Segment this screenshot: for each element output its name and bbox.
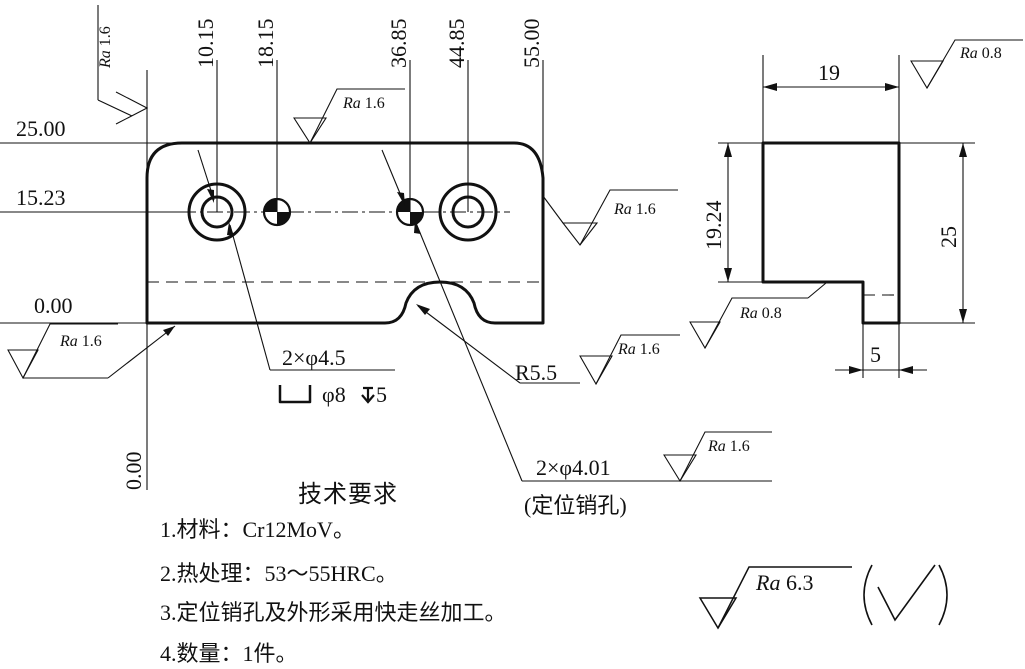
svg-text:Ra 1.6: Ra 1.6: [342, 95, 385, 112]
dim-left-y-bottom: 0.00: [34, 293, 73, 318]
note-item-1: 1.材料：Cr12MoV。: [160, 517, 355, 542]
open-paren: [863, 564, 873, 626]
counterbore-callout: 2×φ4.5 φ8 5: [197, 149, 395, 407]
front-view-outline: [145, 141, 545, 325]
check-icon: [877, 564, 936, 622]
dowel-holes-text: 2×φ4.01: [536, 455, 611, 480]
dim-side-width: 19: [818, 60, 840, 85]
dim-side-step-width: 5: [870, 342, 881, 367]
side-view-outline: [761, 141, 901, 325]
counterbore-depth-value: 5: [376, 382, 387, 407]
technical-notes: 技术要求 1.材料：Cr12MoV。 2.热处理：53～55HRC。 3.定位销…: [160, 481, 507, 666]
svg-text:Ra 0.8: Ra 0.8: [959, 45, 1002, 62]
counterbore-symbol: [278, 385, 312, 404]
depth-icon: [361, 386, 375, 404]
svg-text:Ra 1.6: Ra 1.6: [613, 201, 656, 218]
roughness-side-top: Ra 0.8: [910, 39, 1023, 90]
dim-bottom-x-origin: 0.00: [121, 452, 146, 491]
note-item-3: 3.定位销孔及外形采用快走丝加工。: [160, 600, 507, 625]
dim-top-x-1: 10.15: [193, 19, 218, 69]
dowel-callout: 2×φ4.01 (定位销孔) Ra 1.6: [381, 149, 772, 518]
dim-side-height-total: 25: [936, 226, 961, 248]
roughness-side-step: Ra 0.8: [689, 282, 827, 350]
dim-top-x-3: 36.85: [386, 19, 411, 69]
dim-top-x-5: 55.00: [519, 19, 544, 69]
svg-text:Ra 1.6: Ra 1.6: [59, 333, 102, 350]
note-item-2: 2.热处理：53～55HRC。: [160, 561, 398, 586]
roughness-top-face: Ra 1.6: [292, 88, 405, 145]
close-paren: [938, 564, 948, 626]
counterbore-holes-text: 2×φ4.5: [282, 345, 346, 370]
roughness-right-face: Ra 1.6: [542, 189, 678, 246]
svg-text:Ra 1.6: Ra 1.6: [707, 438, 750, 455]
svg-text:Ra 1.6: Ra 1.6: [97, 26, 114, 69]
svg-text:Ra 1.6: Ra 1.6: [617, 341, 660, 358]
front-view: 10.15 18.15 36.85 44.85 55.00 25.00 15.2…: [0, 5, 772, 518]
dim-left-y-top: 25.00: [16, 116, 66, 141]
roughness-bottom-left: Ra 1.6: [7, 323, 176, 380]
dim-top-x-4: 44.85: [444, 19, 469, 69]
dim-left-y-mid: 15.23: [16, 185, 66, 210]
dowel-holes-label: (定位销孔): [524, 493, 627, 518]
dim-top-x-2: 18.15: [253, 19, 278, 69]
notes-title: 技术要求: [298, 481, 398, 508]
radius-text: R5.5: [515, 360, 557, 385]
radius-callout: R5.5 Ra 1.6: [416, 304, 680, 386]
roughness-left-top: Ra 1.6: [97, 5, 149, 125]
general-roughness: Ra 6.3: [698, 564, 948, 630]
svg-text:Ra 6.3: Ra 6.3: [755, 570, 813, 595]
svg-text:Ra 0.8: Ra 0.8: [739, 305, 782, 322]
counterbore-depth-text: φ8: [322, 382, 346, 407]
note-item-4: 4.数量：1件。: [160, 641, 298, 666]
side-view: 19 19.24 25 5 Ra 0.8: [689, 39, 1023, 378]
dim-side-height-step: 19.24: [701, 201, 726, 251]
